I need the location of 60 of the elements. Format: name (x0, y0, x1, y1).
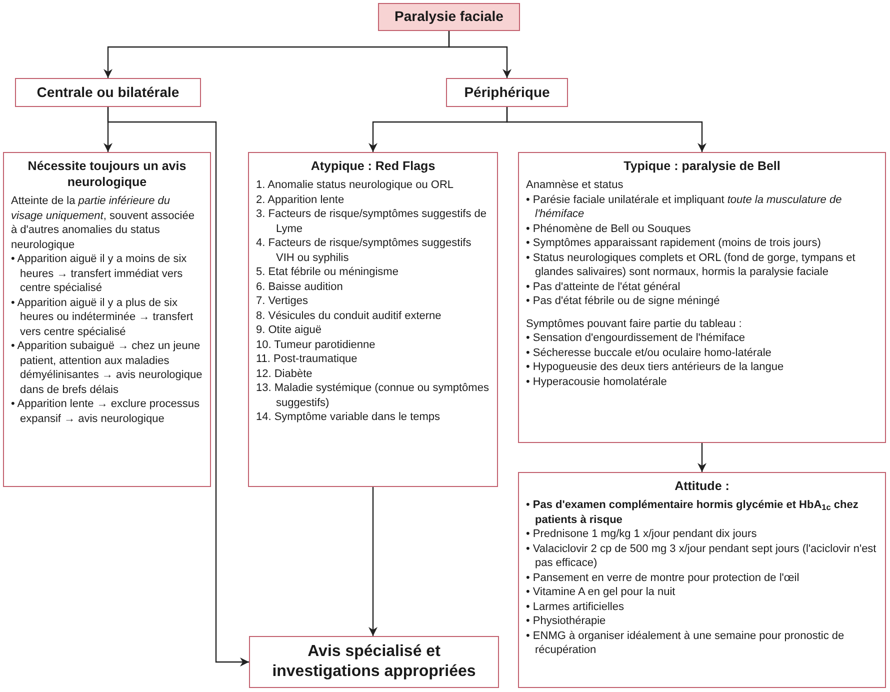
numbered-item: 7. Vertiges (256, 294, 309, 308)
box-heading: Atypique : Red Flags (310, 158, 436, 174)
box-title: Périphérique (464, 84, 550, 102)
arrow (107, 107, 249, 666)
content-box (518, 472, 886, 688)
label-box (446, 78, 568, 107)
box-heading: Attitude : (674, 478, 730, 494)
bullet-item: • Sécheresse buccale et/ou oculaire homo-latérale (526, 346, 772, 360)
bullet-item: • Pas d'atteinte de l'état général (526, 280, 682, 294)
numbered-item: 5. Etat fébrile ou méningisme (256, 265, 400, 280)
numbered-item: 12. Diabète (256, 366, 314, 381)
bullet-item: • Hyperacousie homolatérale (526, 374, 668, 389)
bullet-item: • Apparition aiguë il y a moins de six heures → transfert immédiat vers centre spécialisé (11, 252, 188, 296)
bullet-item: • Larmes artificielles (526, 600, 625, 614)
bullet-item: • Prednisone 1 mg/kg 1 x/jour pendant dix jours (526, 527, 758, 542)
numbered-item: 6. Baisse audition (256, 280, 344, 294)
numbered-item: 14. Symptôme variable dans le temps (256, 410, 442, 424)
content-box (248, 152, 498, 487)
bullet-item: • Apparition lente → exclure processus expansif → avis neurologique (11, 397, 201, 426)
arrow (698, 443, 706, 472)
box-heading: Nécessite toujours un avis neurologique (26, 158, 188, 190)
bullet-item: • Pas d'état fébrile ou de signe méningé (526, 294, 721, 308)
bullet-item: • Pansement en verre de montre pour protection de l'œil (526, 570, 800, 585)
arrow (368, 487, 378, 636)
bullet-item: • Hypogueusie des deux tiers antérieurs de la langue (526, 360, 785, 374)
arrow (448, 31, 512, 78)
bullet-item: • Parésie faciale unilatérale et impliquant toute la musculature de l'hémiface (526, 192, 843, 222)
bullet-item: • ENMG à organiser idéalement à une semaine pour pronostic de récupération (526, 628, 846, 658)
numbered-item: 13. Maladie systémique (connue ou symptômes suggestifs) (256, 381, 490, 410)
bullet-item: • Phénomène de Bell ou Souques (526, 222, 692, 236)
numbered-item: 8. Vésicules du conduit auditif externe (256, 308, 442, 323)
bullet-item: • Apparition subaiguë → chez un jeune patient, attention aux maladies démyélinisantes → avis neurologique dans de brefs délais (11, 339, 203, 397)
bullet-item: • Status neurologiques complets et ORL (fond de gorge, tympans et glandes salivaires) sont normaux, hormis la paralysie faciale (526, 250, 856, 280)
box-title: Centrale ou bilatérale (36, 84, 180, 102)
bullet-item: • Sensation d'engourdissement de l'hémiface (526, 331, 746, 346)
bullet-item: • Symptômes apparaissant rapidement (moins de trois jours) (526, 236, 822, 250)
box-heading: Typique : paralysie de Bell (622, 158, 782, 174)
numbered-item: 10. Tumeur parotidienne (256, 338, 376, 352)
bullet-item: • Vitamine A en gel pour la nuit (526, 585, 676, 600)
paragraph: Anamnèse et status (526, 178, 624, 192)
label-box (378, 3, 520, 31)
numbered-item: 11. Post-traumatique (256, 352, 358, 366)
paragraph: Symptômes pouvant faire partie du tableau : (526, 316, 743, 331)
label-box (249, 636, 499, 688)
box-title: Paralysie faciale (394, 8, 504, 26)
box-title: Avis spécialisé et investigations appropriées (271, 642, 477, 682)
bullet-item: • Apparition aiguë il y a plus de six heures ou indéterminée → transfert vers centre spécialisé (11, 296, 194, 339)
numbered-item: 9. Otite aiguë (256, 323, 322, 338)
content-box (518, 152, 886, 443)
paragraph: Atteinte de la partie inférieure du visage uniquement, souvent associée à d'autres anomalies du status neurologique (11, 194, 196, 252)
bullet-item: • Pas d'examen complémentaire hormis glycémie et HbA$_{1c}$ chez patients à risque (526, 498, 860, 527)
numbered-item: 1. Anomalie status neurologique ou ORL (256, 178, 455, 192)
arrow (506, 107, 706, 152)
numbered-item: 2. Apparition lente (256, 192, 346, 207)
bullet-item: • Physiothérapie (526, 614, 607, 628)
numbered-item: 3. Facteurs de risque/symptômes suggestifs de Lyme (256, 207, 488, 236)
label-box (15, 78, 201, 107)
content-box (3, 152, 211, 487)
numbered-item: 4. Facteurs de risque/symptômes suggestifs VIH ou syphilis (256, 236, 472, 265)
bullet-item: • Valaciclovir 2 cp de 500 mg 3 x/jour pendant sept jours (l'aciclovir n'est pas efficace) (526, 542, 878, 570)
